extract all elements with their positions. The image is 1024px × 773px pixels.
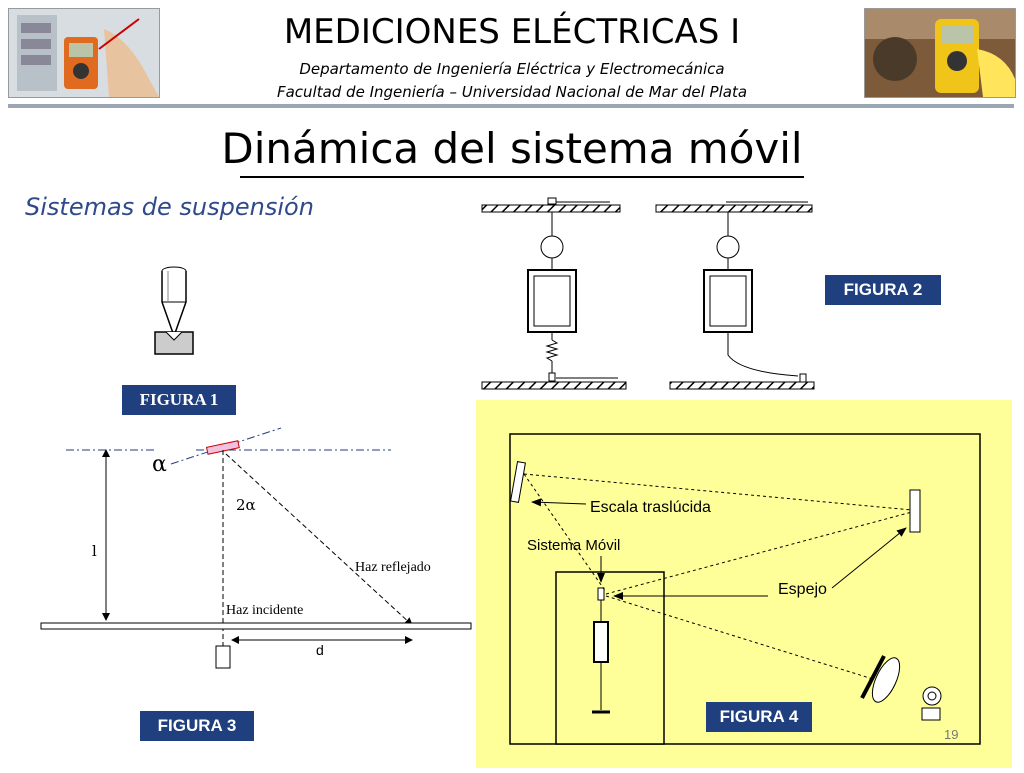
- mirror-label: Espejo: [778, 581, 827, 598]
- incident-beam-label: Haz incidente: [226, 603, 304, 618]
- faculty-line: Facultad de Ingeniería – Universidad Nac…: [276, 83, 748, 101]
- alpha-label: α: [152, 452, 167, 477]
- length-label: l: [92, 542, 97, 560]
- figure-1-svg: [154, 266, 194, 355]
- figure-4-galvanometer-diagram: [476, 400, 1012, 773]
- course-title: MEDICIONES ELÉCTRICAS I: [283, 12, 741, 52]
- figure-2-svg: [481, 197, 815, 390]
- figure-4-svg: [509, 433, 981, 745]
- figure-3-svg: [40, 427, 472, 669]
- multimeter-photo-left-illustration: [9, 9, 159, 97]
- reflected-beam-label: Haz reflejado: [355, 560, 431, 575]
- slide-title: Dinámica del sistema móvil: [221, 124, 803, 173]
- slide-title-underline: [240, 176, 804, 178]
- translucent-scale-label: Escala traslúcida: [590, 499, 711, 516]
- department-line: Departamento de Ingeniería Eléctrica y E…: [299, 60, 725, 78]
- two-alpha-label: 2α: [236, 496, 256, 514]
- figure-2-suspension-diagram: [478, 190, 828, 405]
- section-title: Sistemas de suspensión: [25, 193, 314, 221]
- figure-3-optical-lever-diagram: [36, 420, 476, 685]
- header-divider: [8, 104, 1014, 108]
- figure-1-pivot-diagram: [140, 262, 210, 367]
- slide-number: 19: [944, 727, 959, 742]
- multimeter-photo-left: [8, 8, 160, 98]
- multimeter-photo-right-illustration: [865, 9, 1015, 97]
- figure-4-label: FIGURA 4: [706, 702, 812, 732]
- distance-label: d: [316, 642, 324, 658]
- moving-system-label: Sistema Móvil: [527, 537, 621, 554]
- figure-2-label: FIGURA 2: [825, 275, 941, 305]
- figure-1-label: FIGURA 1: [122, 385, 236, 415]
- multimeter-photo-right: [864, 8, 1016, 98]
- figure-3-label: FIGURA 3: [140, 711, 254, 741]
